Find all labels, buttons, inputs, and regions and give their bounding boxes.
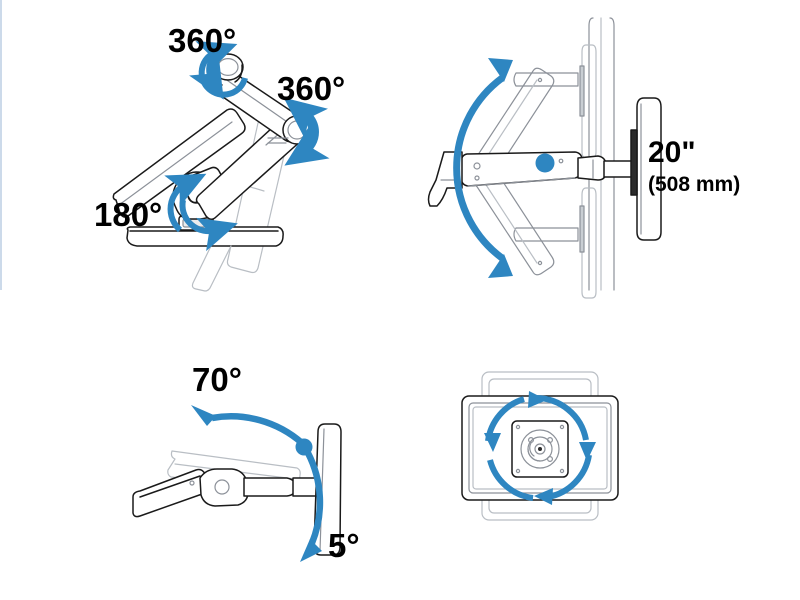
rotation-arrow-head-top	[528, 391, 547, 408]
tilt-pivot-marker	[295, 438, 313, 456]
monitor-panel-primary	[112, 108, 246, 218]
monitor-panel-lift	[630, 97, 662, 241]
pivot-point-marker	[535, 153, 555, 173]
rotation-arrow-head-left	[484, 433, 501, 452]
ghost-monitor-leg	[191, 245, 232, 292]
label-tilt-forward: 5°	[328, 527, 360, 564]
rotation-arrow-base-tilt	[164, 173, 238, 252]
monitor-tilt-illustration	[132, 405, 342, 562]
rotation-arrow-head-right	[579, 442, 596, 461]
lift-range-arrow	[453, 58, 513, 278]
screen-rotation-illustration	[461, 371, 619, 521]
mounting-pole	[588, 17, 615, 291]
ghost-arm-down	[469, 164, 555, 276]
rotation-arrow-top-pivot	[189, 41, 248, 100]
vertical-lift-illustration	[427, 17, 662, 299]
lift-arrow-head-down	[488, 254, 513, 278]
screen-rotation-arrows	[484, 391, 596, 505]
rotation-arrow-elbow	[283, 97, 330, 166]
label-elbow-rotation: 360°	[277, 70, 345, 107]
ghost-monitor-down	[513, 187, 597, 299]
rotation-arrow-head-bottom	[534, 488, 553, 505]
lift-arrow-head-up	[488, 58, 513, 82]
label-lift-inches: 20"	[648, 136, 696, 169]
tilt-arrow-head-back	[191, 405, 216, 426]
tilt-knuckle-joint	[199, 468, 297, 507]
vesa-rotation-hub	[511, 420, 569, 478]
tilt-range-arrow	[191, 405, 324, 562]
label-tilt-back: 70°	[192, 361, 242, 398]
label-base-rotation: 180°	[94, 196, 162, 233]
arm-horizontal-primary	[460, 151, 583, 187]
ghost-monitor-up	[513, 44, 597, 159]
arm-joint-rotation-illustration	[112, 41, 330, 292]
label-top-pivot-rotation: 360°	[168, 22, 236, 59]
tilt-arrow-head-forward	[300, 539, 322, 562]
label-lift-millimeters: (508 mm)	[648, 173, 740, 196]
